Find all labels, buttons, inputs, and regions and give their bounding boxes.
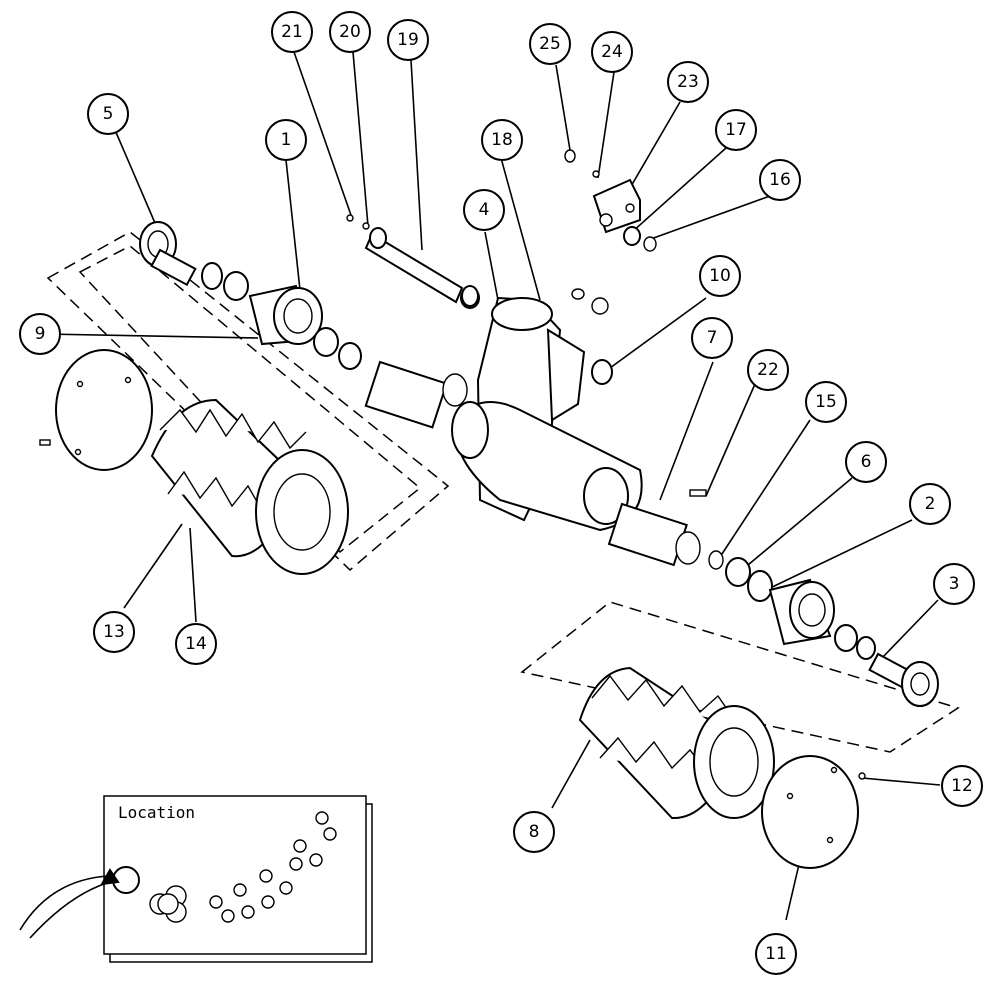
svg-text:11: 11 bbox=[765, 944, 787, 964]
svg-text:13: 13 bbox=[103, 622, 125, 642]
callout-20: 20 bbox=[329, 11, 371, 53]
callout-3: 3 bbox=[933, 563, 975, 605]
svg-text:10: 10 bbox=[709, 266, 731, 286]
svg-text:7: 7 bbox=[707, 328, 718, 348]
cylinder-guard-right bbox=[578, 666, 775, 820]
location-cluster-icon bbox=[149, 885, 187, 923]
washer-24 bbox=[592, 170, 600, 178]
callout-25: 25 bbox=[529, 23, 571, 65]
callout-15: 15 bbox=[805, 381, 847, 423]
svg-text:14: 14 bbox=[185, 634, 207, 654]
callout-8: 8 bbox=[513, 811, 555, 853]
screw-21 bbox=[346, 214, 354, 222]
screw-left-plate bbox=[39, 439, 51, 446]
callout-13: 13 bbox=[93, 611, 135, 653]
screw-12 bbox=[858, 772, 866, 780]
location-title: Location bbox=[118, 803, 195, 822]
leader-lines bbox=[43, 51, 941, 921]
svg-text:6: 6 bbox=[861, 452, 872, 472]
svg-text:18: 18 bbox=[491, 130, 513, 150]
cover-plate-left bbox=[55, 349, 153, 471]
bolt-22 bbox=[689, 489, 707, 497]
svg-text:22: 22 bbox=[757, 360, 779, 380]
callout-1: 1 bbox=[265, 119, 307, 161]
bearing-housing-left bbox=[248, 284, 323, 346]
bearing-ring-left-2 bbox=[223, 271, 249, 301]
svg-text:2: 2 bbox=[925, 494, 936, 514]
svg-text:5: 5 bbox=[103, 104, 114, 124]
callout-11: 11 bbox=[755, 933, 797, 975]
washer-left bbox=[338, 342, 362, 370]
nut-upper bbox=[571, 288, 585, 300]
svg-text:17: 17 bbox=[725, 120, 747, 140]
seal-ring-6 bbox=[725, 557, 751, 587]
washer-17 bbox=[623, 226, 641, 246]
bushing-10 bbox=[591, 359, 613, 385]
callout-19: 19 bbox=[387, 19, 429, 61]
right-assembly-dashed-outline bbox=[520, 601, 960, 753]
callout-14: 14 bbox=[175, 623, 217, 665]
callout-17: 17 bbox=[715, 109, 757, 151]
cylinder-guard-left bbox=[150, 398, 349, 575]
callout-16: 16 bbox=[759, 159, 801, 201]
seal-ring-left bbox=[313, 327, 339, 357]
callout-24: 24 bbox=[591, 31, 633, 73]
central-frame bbox=[451, 296, 643, 532]
callout-23: 23 bbox=[667, 61, 709, 103]
snap-ring-16 bbox=[643, 236, 657, 252]
callout-10: 10 bbox=[699, 255, 741, 297]
svg-text:21: 21 bbox=[281, 22, 303, 42]
svg-text:20: 20 bbox=[339, 22, 361, 42]
callout-21: 21 bbox=[271, 11, 313, 53]
location-inset: Location bbox=[19, 795, 373, 963]
callout-12: 12 bbox=[941, 765, 983, 807]
location-arrow-icon-inner bbox=[29, 881, 111, 939]
snap-ring-15 bbox=[708, 550, 724, 570]
callout-7: 7 bbox=[691, 317, 733, 359]
svg-text:24: 24 bbox=[601, 42, 623, 62]
shaft-19 bbox=[364, 227, 480, 309]
location-arrow-icon bbox=[19, 875, 109, 931]
callout-22: 22 bbox=[747, 349, 789, 391]
svg-text:15: 15 bbox=[815, 392, 837, 412]
bearing-ring-left-1 bbox=[201, 262, 223, 290]
bearing-ring-right-1 bbox=[834, 624, 858, 652]
washer-20 bbox=[362, 222, 370, 230]
bearing-2 bbox=[747, 570, 773, 602]
callout-4: 4 bbox=[463, 189, 505, 231]
svg-text:8: 8 bbox=[529, 822, 540, 842]
end-flange-left bbox=[139, 221, 197, 287]
svg-text:25: 25 bbox=[539, 34, 561, 54]
bracket-23 bbox=[592, 178, 641, 234]
callout-5: 5 bbox=[87, 93, 129, 135]
callout-18: 18 bbox=[481, 119, 523, 161]
svg-text:9: 9 bbox=[35, 324, 46, 344]
end-flange-right bbox=[868, 652, 939, 707]
coupling-left bbox=[364, 360, 468, 429]
callout-6: 6 bbox=[845, 441, 887, 483]
bearing-ring-right-2 bbox=[856, 636, 876, 660]
callout-2: 2 bbox=[909, 483, 951, 525]
cover-plate-right bbox=[761, 755, 859, 869]
svg-text:23: 23 bbox=[677, 72, 699, 92]
nut-mid bbox=[591, 297, 609, 315]
svg-text:19: 19 bbox=[397, 30, 419, 50]
svg-text:1: 1 bbox=[281, 130, 292, 150]
coupling-right bbox=[607, 502, 701, 567]
svg-text:3: 3 bbox=[949, 574, 960, 594]
svg-text:4: 4 bbox=[479, 200, 490, 220]
bearing-housing-right bbox=[768, 578, 835, 646]
bushing-18 bbox=[461, 285, 479, 307]
svg-text:16: 16 bbox=[769, 170, 791, 190]
svg-text:12: 12 bbox=[951, 776, 973, 796]
callout-9: 9 bbox=[19, 313, 61, 355]
bolt-25 bbox=[564, 149, 576, 163]
